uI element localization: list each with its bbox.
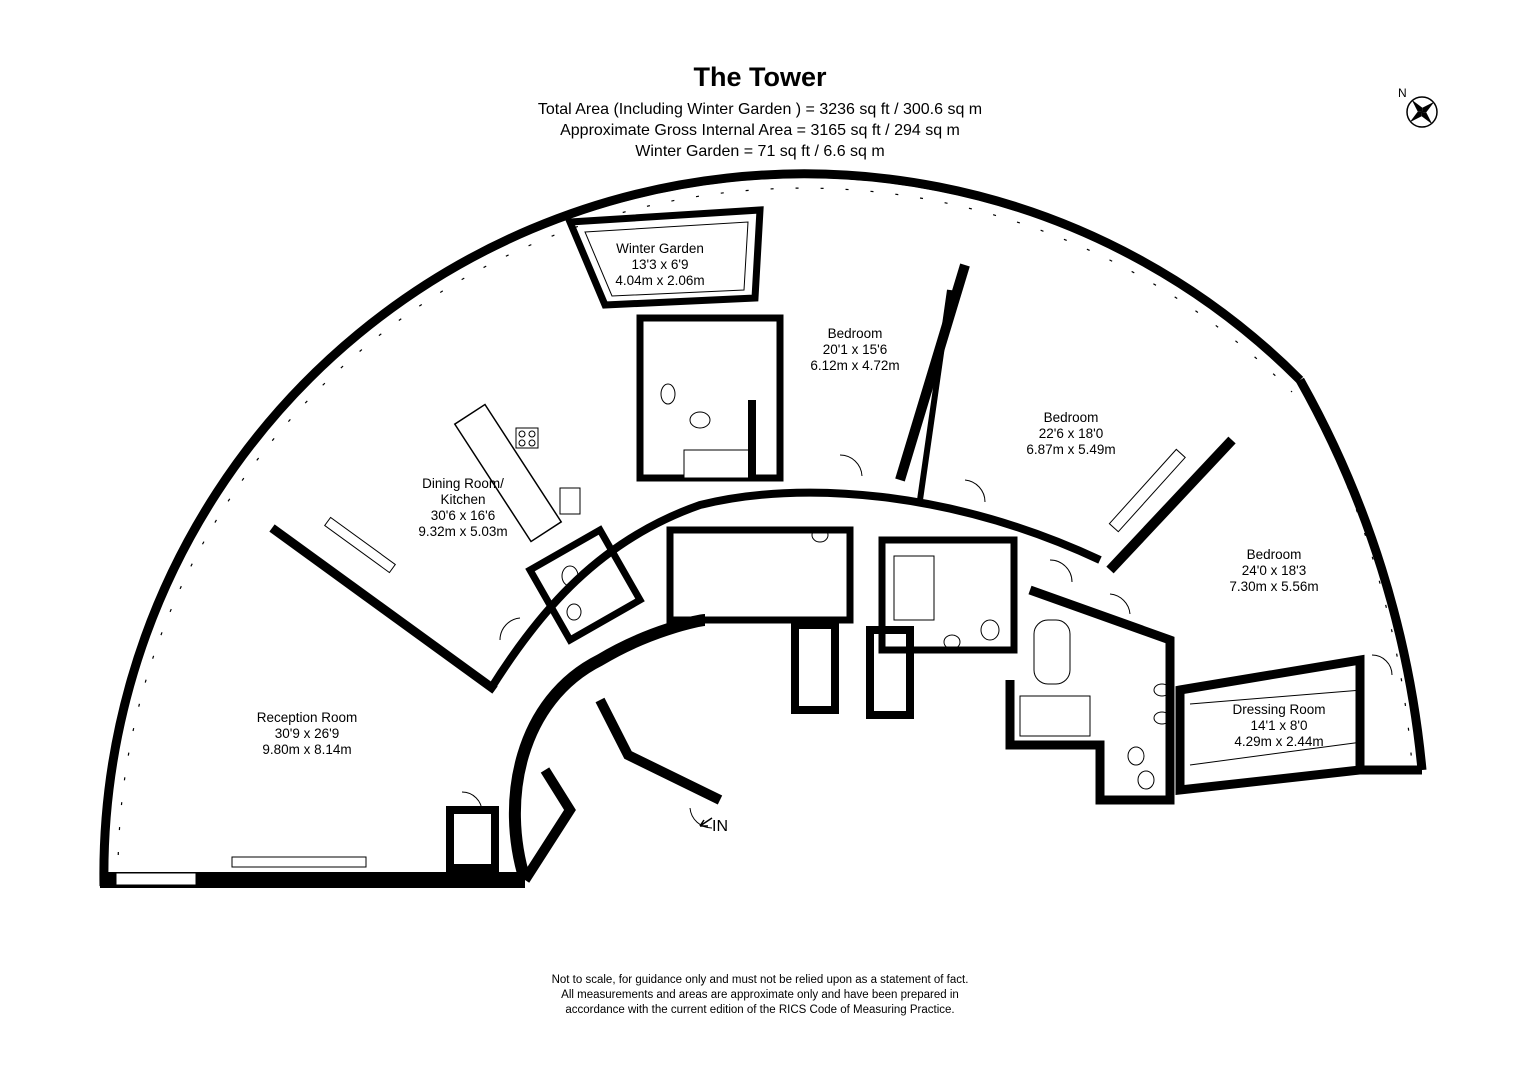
utility-block [666, 526, 854, 624]
corridor-outer-wall [486, 488, 1102, 693]
disclaimer-line: All measurements and areas are approxima… [561, 989, 959, 1001]
compass-rose-icon [1406, 96, 1438, 128]
reception-dining-wall [269, 524, 498, 694]
room-name-line1: Dining Room/ [422, 476, 504, 491]
room-label-bedroom-3: Bedroom 24'0 x 18'3 7.30m x 5.56m [1184, 547, 1364, 595]
gross-internal-area-line: Approximate Gross Internal Area = 3165 s… [560, 122, 960, 139]
room-size-imperial: 24'0 x 18'3 [1241, 563, 1307, 578]
winter-garden-walls [564, 206, 764, 309]
hallway-pillar [791, 621, 839, 714]
room-label-winter-garden: Winter Garden 13'3 x 6'9 4.04m x 2.06m [570, 241, 750, 289]
room-name-line2: Kitchen [440, 492, 486, 507]
kitchen-island [453, 403, 563, 543]
room-name: Bedroom [1043, 410, 1099, 425]
room-size-metric: 7.30m x 5.56m [1229, 579, 1319, 594]
plan-header: The Tower Total Area (Including Winter G… [410, 62, 1110, 162]
reception-cupboard [446, 806, 499, 872]
room-name: Bedroom [1246, 547, 1302, 562]
room-size-imperial: 30'9 x 26'9 [274, 726, 340, 741]
room-label-reception: Reception Room 30'9 x 26'9 9.80m x 8.14m [217, 710, 397, 758]
room-size-metric: 4.29m x 2.44m [1234, 734, 1324, 749]
room-label-dining-kitchen: Dining Room/ Kitchen 30'6 x 16'6 9.32m x… [373, 476, 553, 540]
room-size-metric: 9.80m x 8.14m [262, 742, 352, 757]
compass-north-label: N [1398, 86, 1407, 100]
east-curved-wall [1296, 377, 1427, 771]
bedroom2-bedroom3-wall [1106, 436, 1236, 574]
entrance-label: IN [712, 818, 728, 835]
room-size-metric: 6.12m x 4.72m [810, 358, 900, 373]
room-label-bedroom-1: Bedroom 20'1 x 15'6 6.12m x 4.72m [765, 326, 945, 374]
room-name: Reception Room [256, 710, 358, 725]
kitchen-wc [525, 525, 645, 645]
room-size-metric: 6.87m x 5.49m [1026, 442, 1116, 457]
page-title: The Tower [693, 62, 827, 92]
room-name: Dressing Room [1232, 702, 1326, 717]
room-label-bedroom-2: Bedroom 22'6 x 18'0 6.87m x 5.49m [981, 410, 1161, 458]
room-size-imperial: 20'1 x 15'6 [822, 342, 888, 357]
entrance-arrow-icon [699, 817, 713, 827]
master-bath-walls [1005, 585, 1175, 805]
room-size-imperial: 14'1 x 8'0 [1250, 718, 1308, 733]
room-size-metric: 9.32m x 5.03m [418, 524, 508, 539]
central-bathroom [878, 536, 1018, 654]
outer-curved-wall [99, 169, 1304, 887]
total-area-line: Total Area (Including Winter Garden ) = … [537, 101, 983, 118]
room-name: Bedroom [827, 326, 883, 341]
bedroom1-bedroom2-wall [895, 263, 970, 482]
room-size-metric: 4.04m x 2.06m [615, 273, 705, 288]
disclaimer: Not to scale, for guidance only and must… [420, 973, 1100, 1018]
room-label-dressing-room: Dressing Room 14'1 x 8'0 4.29m x 2.44m [1189, 702, 1369, 750]
winter-garden-area-line: Winter Garden = 71 sq ft / 6.6 sq m [635, 143, 885, 160]
room-size-imperial: 30'6 x 16'6 [430, 508, 496, 523]
room-name: Winter Garden [616, 241, 704, 256]
entrance-corridor [595, 697, 723, 805]
disclaimer-line: Not to scale, for guidance only and must… [551, 974, 969, 986]
room-size-imperial: 22'6 x 18'0 [1038, 426, 1104, 441]
entrance-door-swing [689, 807, 713, 829]
disclaimer-line: accordance with the current edition of t… [565, 1004, 955, 1016]
room-size-imperial: 13'3 x 6'9 [631, 257, 689, 272]
corridor-inner-wall [509, 614, 706, 882]
